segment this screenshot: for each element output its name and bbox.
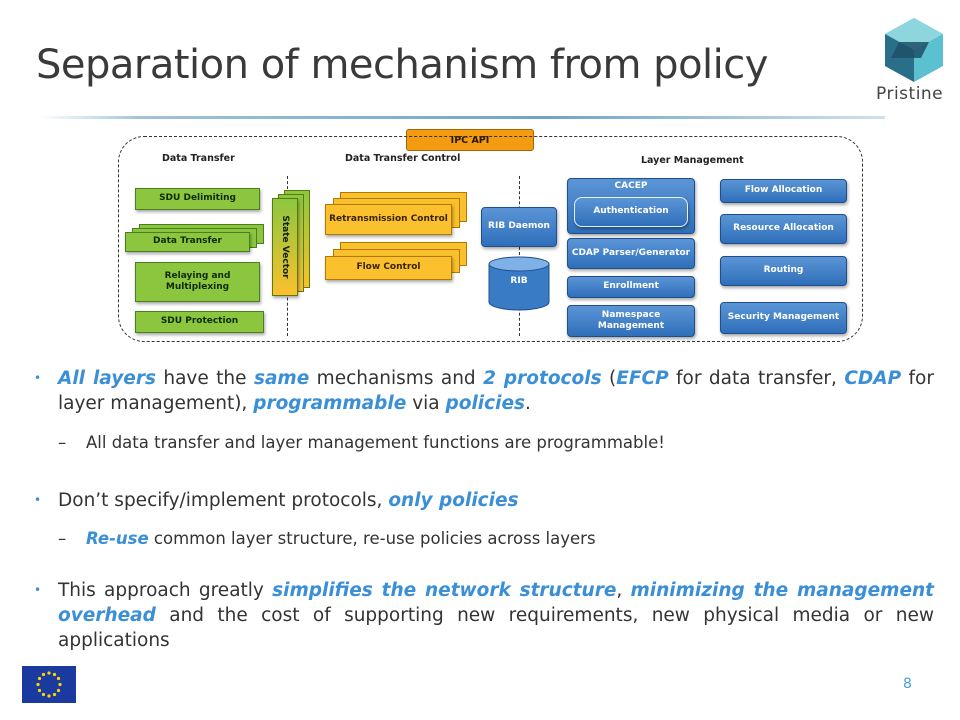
bullet-1-text: . xyxy=(525,393,531,414)
retransmission-control-box: Retransmission Control xyxy=(325,204,452,235)
routing-box: Routing xyxy=(720,256,847,286)
namespace-management-box: Namespace Management xyxy=(567,305,695,337)
bullet-1-em: CDAP xyxy=(844,368,902,389)
slide-title: Separation of mechanism from policy xyxy=(36,42,768,88)
ipc-api-box: IPC API xyxy=(406,129,534,151)
section-data-transfer-control: Data Transfer Control xyxy=(345,153,461,164)
section-layer-management: Layer Management xyxy=(641,155,744,166)
enrollment-box: Enrollment xyxy=(567,276,695,298)
bullet-1-text: mechanisms and xyxy=(309,368,484,389)
bullet-2: • Don’t specify/implement protocols, onl… xyxy=(34,488,934,513)
bullet-2-sub-em: Re-use xyxy=(86,529,149,548)
bullet-1-text: for layer management), xyxy=(58,368,934,414)
rib-daemon-box: RIB Daemon xyxy=(481,207,557,247)
authentication-box: Authentication xyxy=(574,197,688,227)
logo-wordmark: Pristine xyxy=(876,84,944,104)
bullet-3-text: , xyxy=(616,580,631,601)
bullet-2-text: Don’t specify/implement protocols, xyxy=(58,490,389,511)
section-data-transfer: Data Transfer xyxy=(162,153,235,164)
bullet-1-em: 2 protocols xyxy=(483,368,602,389)
bullet-1-em: same xyxy=(253,368,310,389)
resource-allocation-box: Resource Allocation xyxy=(720,214,847,244)
bullet-3-em: simplifies the network structure xyxy=(272,580,617,601)
eu-flag-icon xyxy=(22,666,76,703)
bullet-1-em: EFCP xyxy=(616,368,669,389)
bullet-3-text: This approach greatly xyxy=(58,580,273,601)
rib-label: RIB xyxy=(510,276,528,286)
sub-dash-icon: – xyxy=(58,529,67,548)
bullet-dot-icon: • xyxy=(34,583,42,597)
bullet-1-text: ( xyxy=(601,368,617,389)
cdap-parser-box: CDAP Parser/Generator xyxy=(567,238,695,269)
bullet-dot-icon: • xyxy=(34,493,42,507)
architecture-diagram xyxy=(118,136,863,342)
flow-allocation-box: Flow Allocation xyxy=(720,179,847,203)
sdu-protection-box: SDU Protection xyxy=(135,311,264,333)
bullet-dot-icon: • xyxy=(34,371,42,385)
title-underline xyxy=(40,116,885,119)
bullet-1-em: programmable xyxy=(253,393,407,414)
bullet-1-sub: – All data transfer and layer management… xyxy=(58,432,934,454)
state-vector-box: State Vector xyxy=(272,198,298,296)
bullet-2-sub: – Re-use common layer structure, re-use … xyxy=(58,528,934,550)
bullet-1-text: for data transfer, xyxy=(668,368,845,389)
bullet-1-em: policies xyxy=(445,393,526,414)
rib-database-icon xyxy=(488,256,550,311)
security-management-box: Security Management xyxy=(720,302,847,334)
bullet-3-text: and the cost of supporting new requireme… xyxy=(58,605,934,651)
bullet-1-em: All layers xyxy=(58,368,156,389)
bullet-1-sub-text: All data transfer and layer management f… xyxy=(86,433,665,452)
bullet-1-text: via xyxy=(406,393,446,414)
cacep-label: CACEP xyxy=(614,181,648,191)
bullet-1: • All layers have the same mechanisms an… xyxy=(34,366,934,416)
bullet-2-sub-text: common layer structure, re-use policies … xyxy=(148,529,596,548)
bullet-2-em: only policies xyxy=(388,490,519,511)
sdu-delimiting-box: SDU Delimiting xyxy=(135,188,260,210)
relaying-multiplexing-box: Relaying and Multiplexing xyxy=(135,262,260,302)
state-vector-label: State Vector xyxy=(280,215,290,279)
bullet-3-em: minimizing the management overhead xyxy=(58,580,934,626)
bullet-3: • This approach greatly simplifies the n… xyxy=(34,578,934,653)
pristine-logo-icon xyxy=(885,18,943,82)
flow-control-box: Flow Control xyxy=(325,256,452,280)
page-number: 8 xyxy=(903,676,912,692)
bullet-1-text: have the xyxy=(155,368,254,389)
separator-right xyxy=(519,176,520,336)
data-transfer-box: Data Transfer xyxy=(125,232,250,252)
sub-dash-icon: – xyxy=(58,433,67,452)
